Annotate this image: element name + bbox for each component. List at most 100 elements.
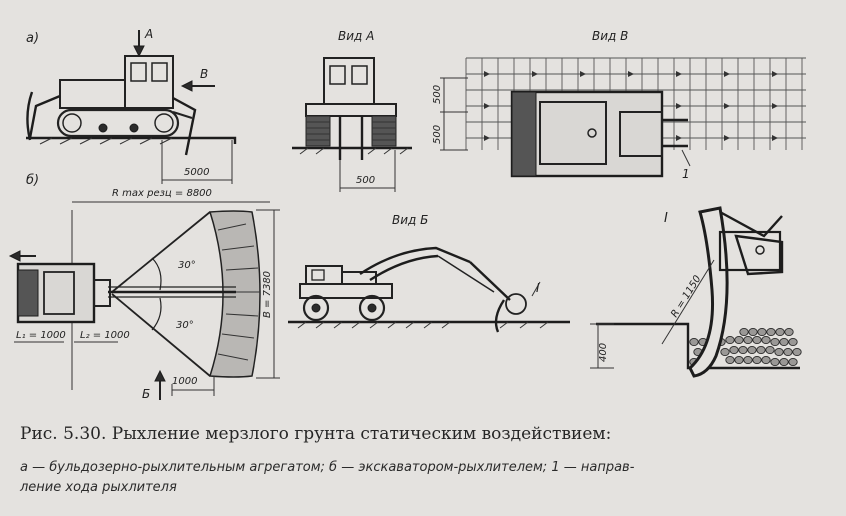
front-body — [305, 103, 397, 117]
rubble-piece — [729, 345, 739, 355]
dim-5000: 5000 — [184, 167, 209, 178]
rubble-piece — [743, 335, 753, 345]
rubble-piece — [761, 355, 771, 365]
detail-ground-line — [596, 322, 800, 370]
front-ripper-shanks — [338, 116, 364, 160]
ground-hatching — [39, 137, 173, 145]
legend-line-1: а — бульдозерно-рыхлительным агрегатом; … — [20, 460, 635, 475]
detail-tooth-shank — [688, 206, 729, 378]
ripper-tooth — [172, 96, 197, 156]
legend-line-2: ление хода рыхлителя — [20, 480, 177, 495]
plan-cab-hatch — [587, 128, 597, 138]
ripping-direction-arrow — [772, 71, 778, 77]
front-cab-window-right — [351, 65, 368, 85]
excavator-cab-window — [311, 269, 325, 281]
label-I: I — [536, 281, 540, 295]
wheel-front — [358, 294, 386, 322]
excavator-stick — [469, 261, 511, 301]
rubble-piece — [788, 337, 798, 347]
view-v-label: Вид В — [592, 29, 628, 43]
dim-R1150-line — [661, 259, 715, 345]
rubble-piece — [720, 347, 730, 357]
operator-cab — [124, 55, 174, 109]
rubble-piece — [734, 335, 744, 345]
arrow-b-label: Б — [142, 387, 150, 401]
rubble-piece — [783, 347, 793, 357]
dim-R1150: R = 1150 — [669, 274, 703, 320]
ripped-zone — [208, 210, 261, 378]
plan-cab — [539, 101, 607, 165]
plan-engine — [619, 111, 663, 157]
arrow-v-label: В — [200, 67, 208, 81]
rubble-piece — [792, 347, 802, 357]
rubble-piece — [747, 345, 757, 355]
rubble-piece — [756, 345, 766, 355]
travel-arrow-head — [8, 250, 21, 262]
dim-1000-lines — [171, 376, 215, 396]
front-view-a: Вид А 500 — [292, 29, 412, 192]
dim-500-left-lines — [440, 77, 468, 151]
front-track-right — [371, 115, 397, 147]
rubble-piece — [761, 335, 771, 345]
ripping-direction-arrow — [772, 103, 778, 109]
track-roller-2 — [129, 123, 139, 133]
rubble-piece — [743, 355, 753, 365]
rubble-piece — [752, 355, 762, 365]
front-cab-window-left — [329, 65, 346, 85]
crawler-track — [56, 108, 180, 138]
label-1-leader — [681, 149, 691, 167]
ripping-direction-arrow — [676, 135, 682, 141]
excavator-plan-counterweight — [17, 269, 39, 317]
ripping-direction-arrow — [724, 103, 730, 109]
excavator-plan-turntable — [93, 279, 111, 307]
label-I-leader — [531, 281, 541, 297]
dim-angle-bottom: 30° — [176, 320, 194, 331]
boom-cylinder — [369, 254, 439, 282]
excavator-ripper-tooth — [494, 299, 505, 333]
angle-arc-bottom — [151, 297, 162, 331]
excavator-housing — [341, 271, 377, 285]
dim-400-lines — [590, 323, 614, 369]
dozer-blade — [26, 91, 34, 141]
stick-cylinder — [437, 255, 495, 293]
view-a-label: Вид А — [338, 29, 374, 43]
ripping-direction-arrow — [676, 103, 682, 109]
technical-figure: а) А В 5000 Вид А — [8, 27, 806, 401]
wheel-rear-hub — [311, 303, 321, 313]
ripper-wheel — [505, 293, 527, 315]
rubble-piece — [689, 337, 699, 347]
dim-500-left-top: 500 — [432, 85, 443, 104]
arrow-v-head — [180, 80, 193, 92]
front-ground-hatching — [299, 147, 409, 155]
dozer-push-arm — [28, 94, 61, 139]
plan-track-rear — [511, 91, 537, 177]
bulldozer-side-view: а) А В 5000 — [26, 27, 237, 184]
rubble-piece — [748, 327, 758, 337]
dim-R: R max резц = 8800 — [112, 188, 212, 199]
dim-400: 400 — [598, 343, 609, 362]
rubble-piece — [770, 357, 780, 367]
cab-window-right — [151, 62, 168, 82]
arrow-a-label: А — [144, 27, 153, 41]
view-b-label: Вид Б — [392, 213, 428, 227]
track-idler — [62, 113, 82, 133]
label-1: 1 — [682, 167, 690, 181]
ripping-direction-arrow — [580, 71, 586, 77]
rubble-piece — [774, 347, 784, 357]
excavator-ground-hatching — [297, 321, 549, 329]
cab-window-left — [130, 62, 147, 82]
track-roller-1 — [98, 123, 108, 133]
sector-radii — [111, 211, 211, 377]
rubble-piece — [784, 327, 794, 337]
ripping-direction-arrow — [772, 135, 778, 141]
ripping-direction-arrow — [724, 135, 730, 141]
wheel-front-hub — [367, 303, 377, 313]
dim-L1: L₁ = 1000 — [16, 330, 66, 341]
ripping-direction-arrow — [484, 135, 490, 141]
arrow-b-head — [154, 369, 166, 382]
ripper-frame — [172, 111, 193, 119]
ripping-direction-arrow — [484, 71, 490, 77]
rubble-piece — [739, 327, 749, 337]
excavator-plan-view: б) R max резц = 8800 30° 30° L₁ = 1000 L… — [8, 173, 280, 401]
